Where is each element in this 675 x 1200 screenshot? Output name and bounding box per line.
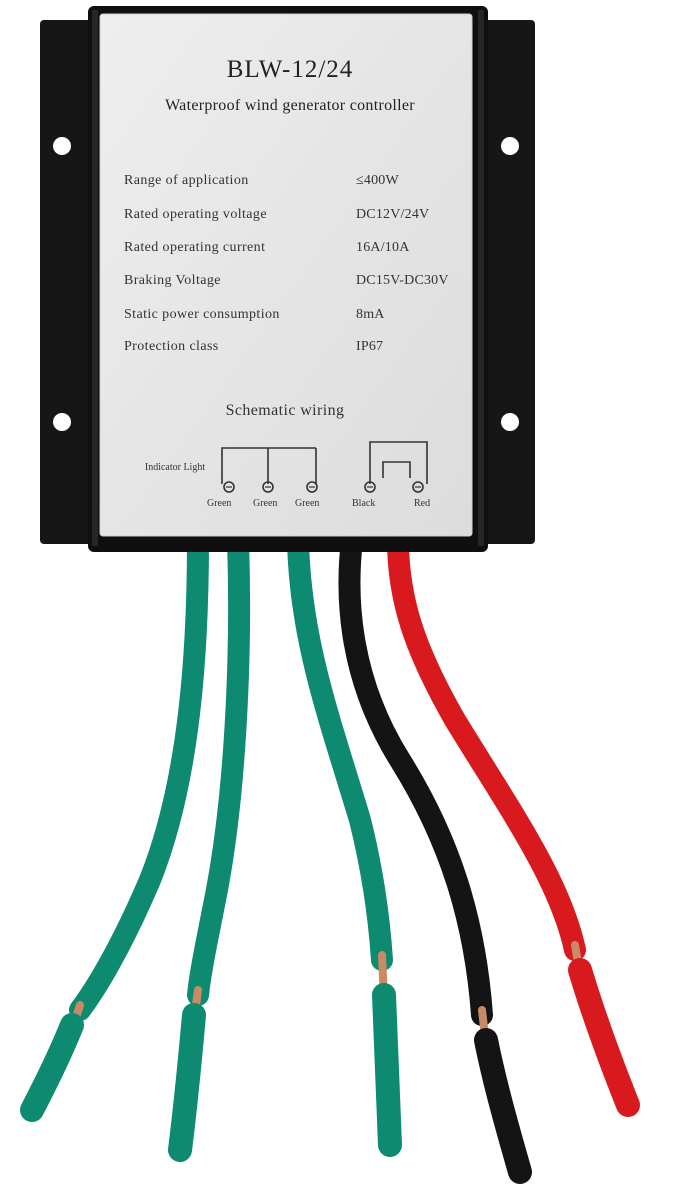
spec-value-range: ≤400W [356, 173, 399, 188]
wiring-schematic [221, 441, 428, 493]
terminal-red [412, 481, 424, 493]
wire-green-3-end [372, 983, 402, 1157]
spec-value-protection: IP67 [356, 339, 384, 354]
terminal-label-red: Red [414, 498, 431, 509]
wire-red-end [568, 958, 640, 1117]
spec-label-braking: Braking Voltage [124, 273, 221, 288]
model-title: BLW-12/24 [226, 56, 354, 83]
wire-green-1-end [20, 1013, 84, 1122]
spec-label-range: Range of application [124, 173, 249, 188]
terminal-label-black: Black [352, 498, 376, 509]
spec-label-static-power: Static power consumption [124, 307, 280, 322]
label-sticker [99, 13, 473, 537]
wiring-title: Schematic wiring [225, 402, 345, 419]
spec-value-braking: DC15V-DC30V [356, 273, 449, 288]
spec-label-voltage: Rated operating voltage [124, 207, 267, 222]
terminal-label-green-1: Green [207, 498, 232, 509]
terminal-green-3 [306, 481, 318, 493]
wires [20, 529, 640, 1184]
product-subtitle: Waterproof wind generator controller [165, 97, 415, 114]
indicator-light-label: Indicator Light [144, 462, 206, 473]
terminal-label-green-2: Green [253, 498, 278, 509]
wire-black [338, 529, 493, 1026]
terminal-green-2 [262, 481, 274, 493]
mounting-hole-top-left [53, 137, 71, 155]
mounting-hole-bottom-left [53, 413, 71, 431]
wire-black-end [474, 1028, 532, 1184]
battery-symbol [382, 461, 411, 478]
indicator-bus [221, 447, 316, 484]
spec-label-current: Rated operating current [124, 240, 266, 255]
spec-value-current: 16A/10A [356, 240, 410, 255]
wire-green-2 [187, 529, 251, 1006]
housing-edge-left [92, 10, 98, 546]
mounting-hole-top-right [501, 137, 519, 155]
wire-green-1 [69, 529, 209, 1021]
spec-label-protection: Protection class [124, 339, 219, 354]
wire-red [387, 529, 586, 961]
wire-green-2-end [168, 1003, 206, 1162]
battery-box [369, 441, 428, 484]
spec-value-voltage: DC12V/24V [356, 207, 430, 222]
terminal-label-green-3: Green [295, 498, 320, 509]
wire-green-3 [287, 529, 393, 971]
spec-value-static-power: 8mA [356, 307, 385, 322]
mounting-hole-bottom-right [501, 413, 519, 431]
housing-edge-right [478, 10, 484, 546]
terminal-black [364, 481, 376, 493]
terminal-green-1 [223, 481, 235, 493]
